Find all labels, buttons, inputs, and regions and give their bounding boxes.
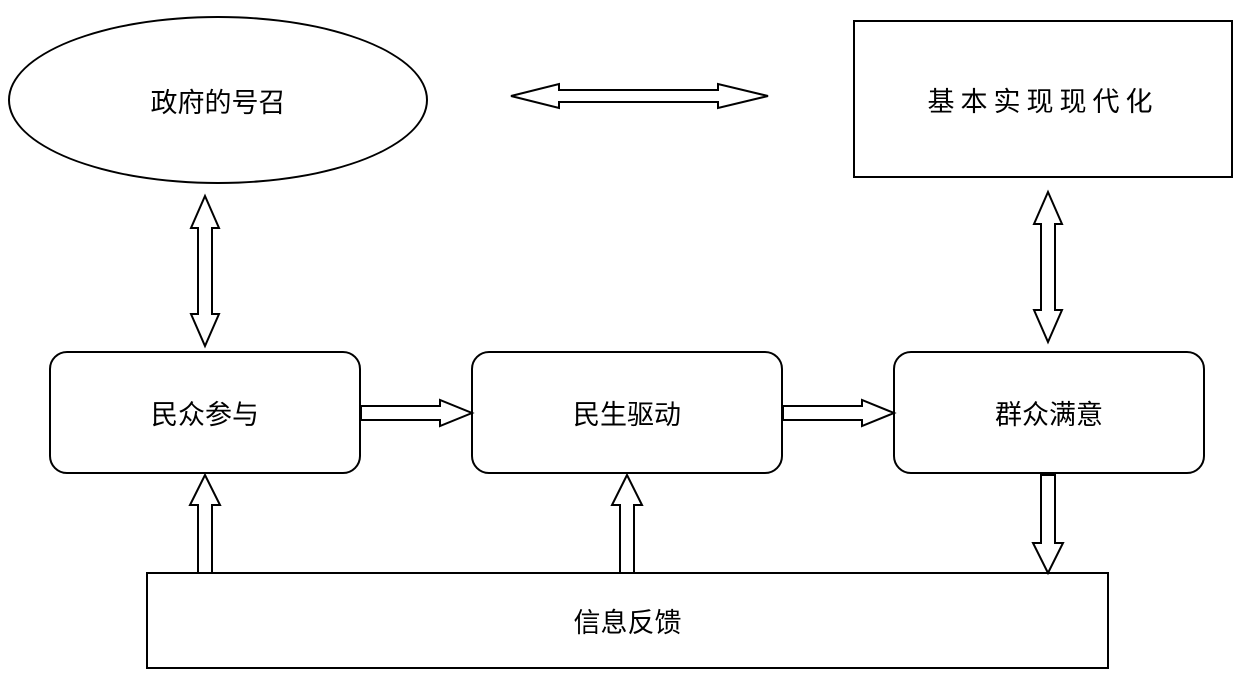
node-feedback-label: 信息反馈 [573,608,682,639]
node-gov-call-label: 政府的号召 [150,87,286,119]
double-arrow-right [1032,189,1064,345]
node-participation: 民众参与 [49,351,361,474]
double-arrow-left [189,193,221,349]
node-gov-call: 政府的号召 [8,16,428,184]
arrow-participation-to-livelihood [360,398,475,428]
node-feedback: 信息反馈 [146,572,1109,669]
arrow-satisfaction-to-feedback [1031,474,1065,576]
node-satisfaction-label: 群众满意 [995,400,1103,431]
arrow-livelihood-to-satisfaction [782,398,897,428]
double-arrow-top [510,82,769,110]
arrow-feedback-to-participation [188,472,222,574]
node-modernization-label: 基本实现现代化 [927,86,1159,118]
node-participation-label: 民众参与 [151,400,259,431]
node-satisfaction: 群众满意 [893,351,1205,474]
node-livelihood-label: 民生驱动 [573,400,681,431]
arrow-feedback-to-livelihood [610,472,644,574]
node-modernization: 基本实现现代化 [853,20,1233,178]
